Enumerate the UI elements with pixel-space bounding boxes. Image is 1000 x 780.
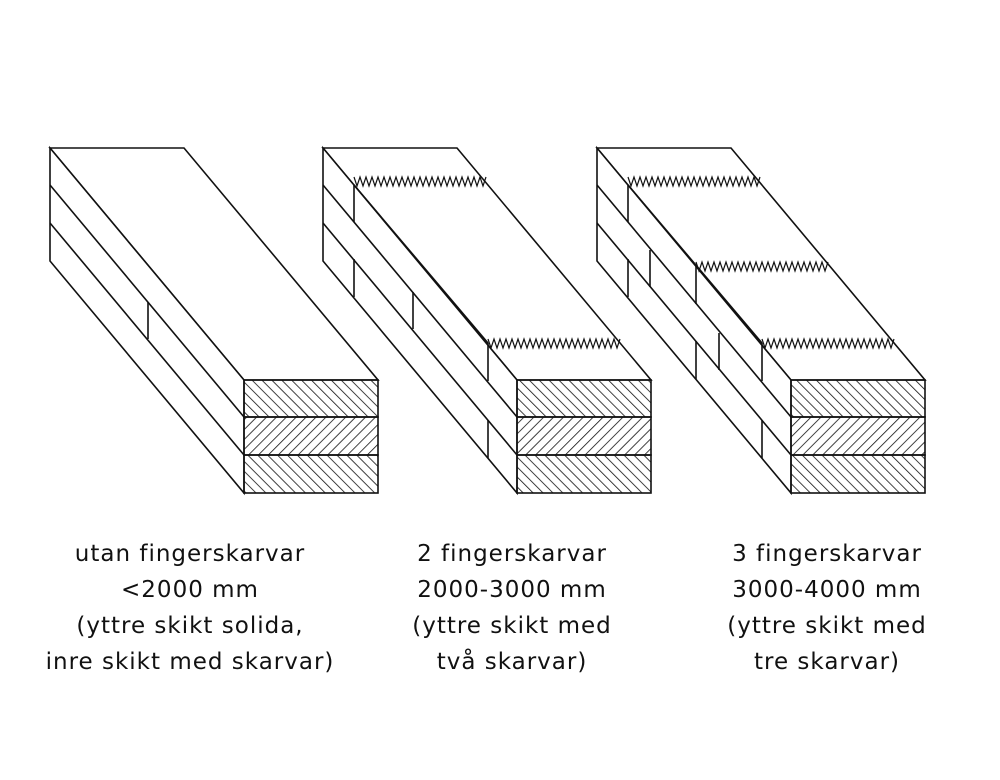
end-face-layer-bottom (243, 454, 379, 494)
end-face-layer-top (790, 379, 926, 418)
finger-joint-zigzag (487, 337, 621, 350)
layer-line (49, 184, 245, 418)
end-face-layer-middle (516, 416, 652, 456)
end-face-layer-bottom (790, 454, 926, 494)
beam-no-finger-joints (48, 145, 380, 496)
end-face-layer-top (516, 379, 652, 418)
caption-note: (yttre skikt med (412, 613, 612, 639)
end-face-layer-bottom (516, 454, 652, 494)
layer-line (49, 222, 245, 456)
caption-note: två skarvar) (436, 649, 588, 675)
caption-note: (yttre skikt med (727, 613, 927, 639)
layer-line (322, 222, 518, 456)
layer-line (596, 184, 792, 418)
layer-line (627, 184, 763, 344)
layer-line (596, 222, 792, 456)
layer-line (322, 184, 518, 418)
caption-two-finger-joints: 2 fingerskarvar 2000-3000 mm (yttre skik… (347, 536, 677, 680)
caption-note: (yttre skikt solida, (76, 613, 304, 639)
caption-title: utan fingerskarvar (74, 541, 306, 567)
end-face-layer-middle (790, 416, 926, 456)
beam-three-finger-joints (595, 145, 927, 496)
finger-joint-zigzag (627, 175, 761, 188)
caption-length: 2000-3000 mm (417, 577, 607, 603)
finger-joint-zigzag (761, 337, 895, 350)
caption-no-finger-joints: utan fingerskarvar <2000 mm (yttre skikt… (25, 536, 355, 680)
caption-note: inre skikt med skarvar) (45, 649, 335, 675)
caption-note: tre skarvar) (753, 649, 900, 675)
finger-joint-zigzag (695, 260, 829, 273)
caption-title: 2 fingerskarvar (417, 541, 607, 567)
end-face-layer-middle (243, 416, 379, 456)
finger-joint-zigzag (353, 175, 487, 188)
caption-length: 3000-4000 mm (732, 577, 922, 603)
caption-three-finger-joints: 3 fingerskarvar 3000-4000 mm (yttre skik… (662, 536, 992, 680)
caption-length: <2000 mm (121, 577, 259, 603)
layer-line (353, 184, 489, 344)
beam-two-finger-joints (321, 145, 653, 496)
caption-title: 3 fingerskarvar (732, 541, 922, 567)
end-face-layer-top (243, 379, 379, 418)
